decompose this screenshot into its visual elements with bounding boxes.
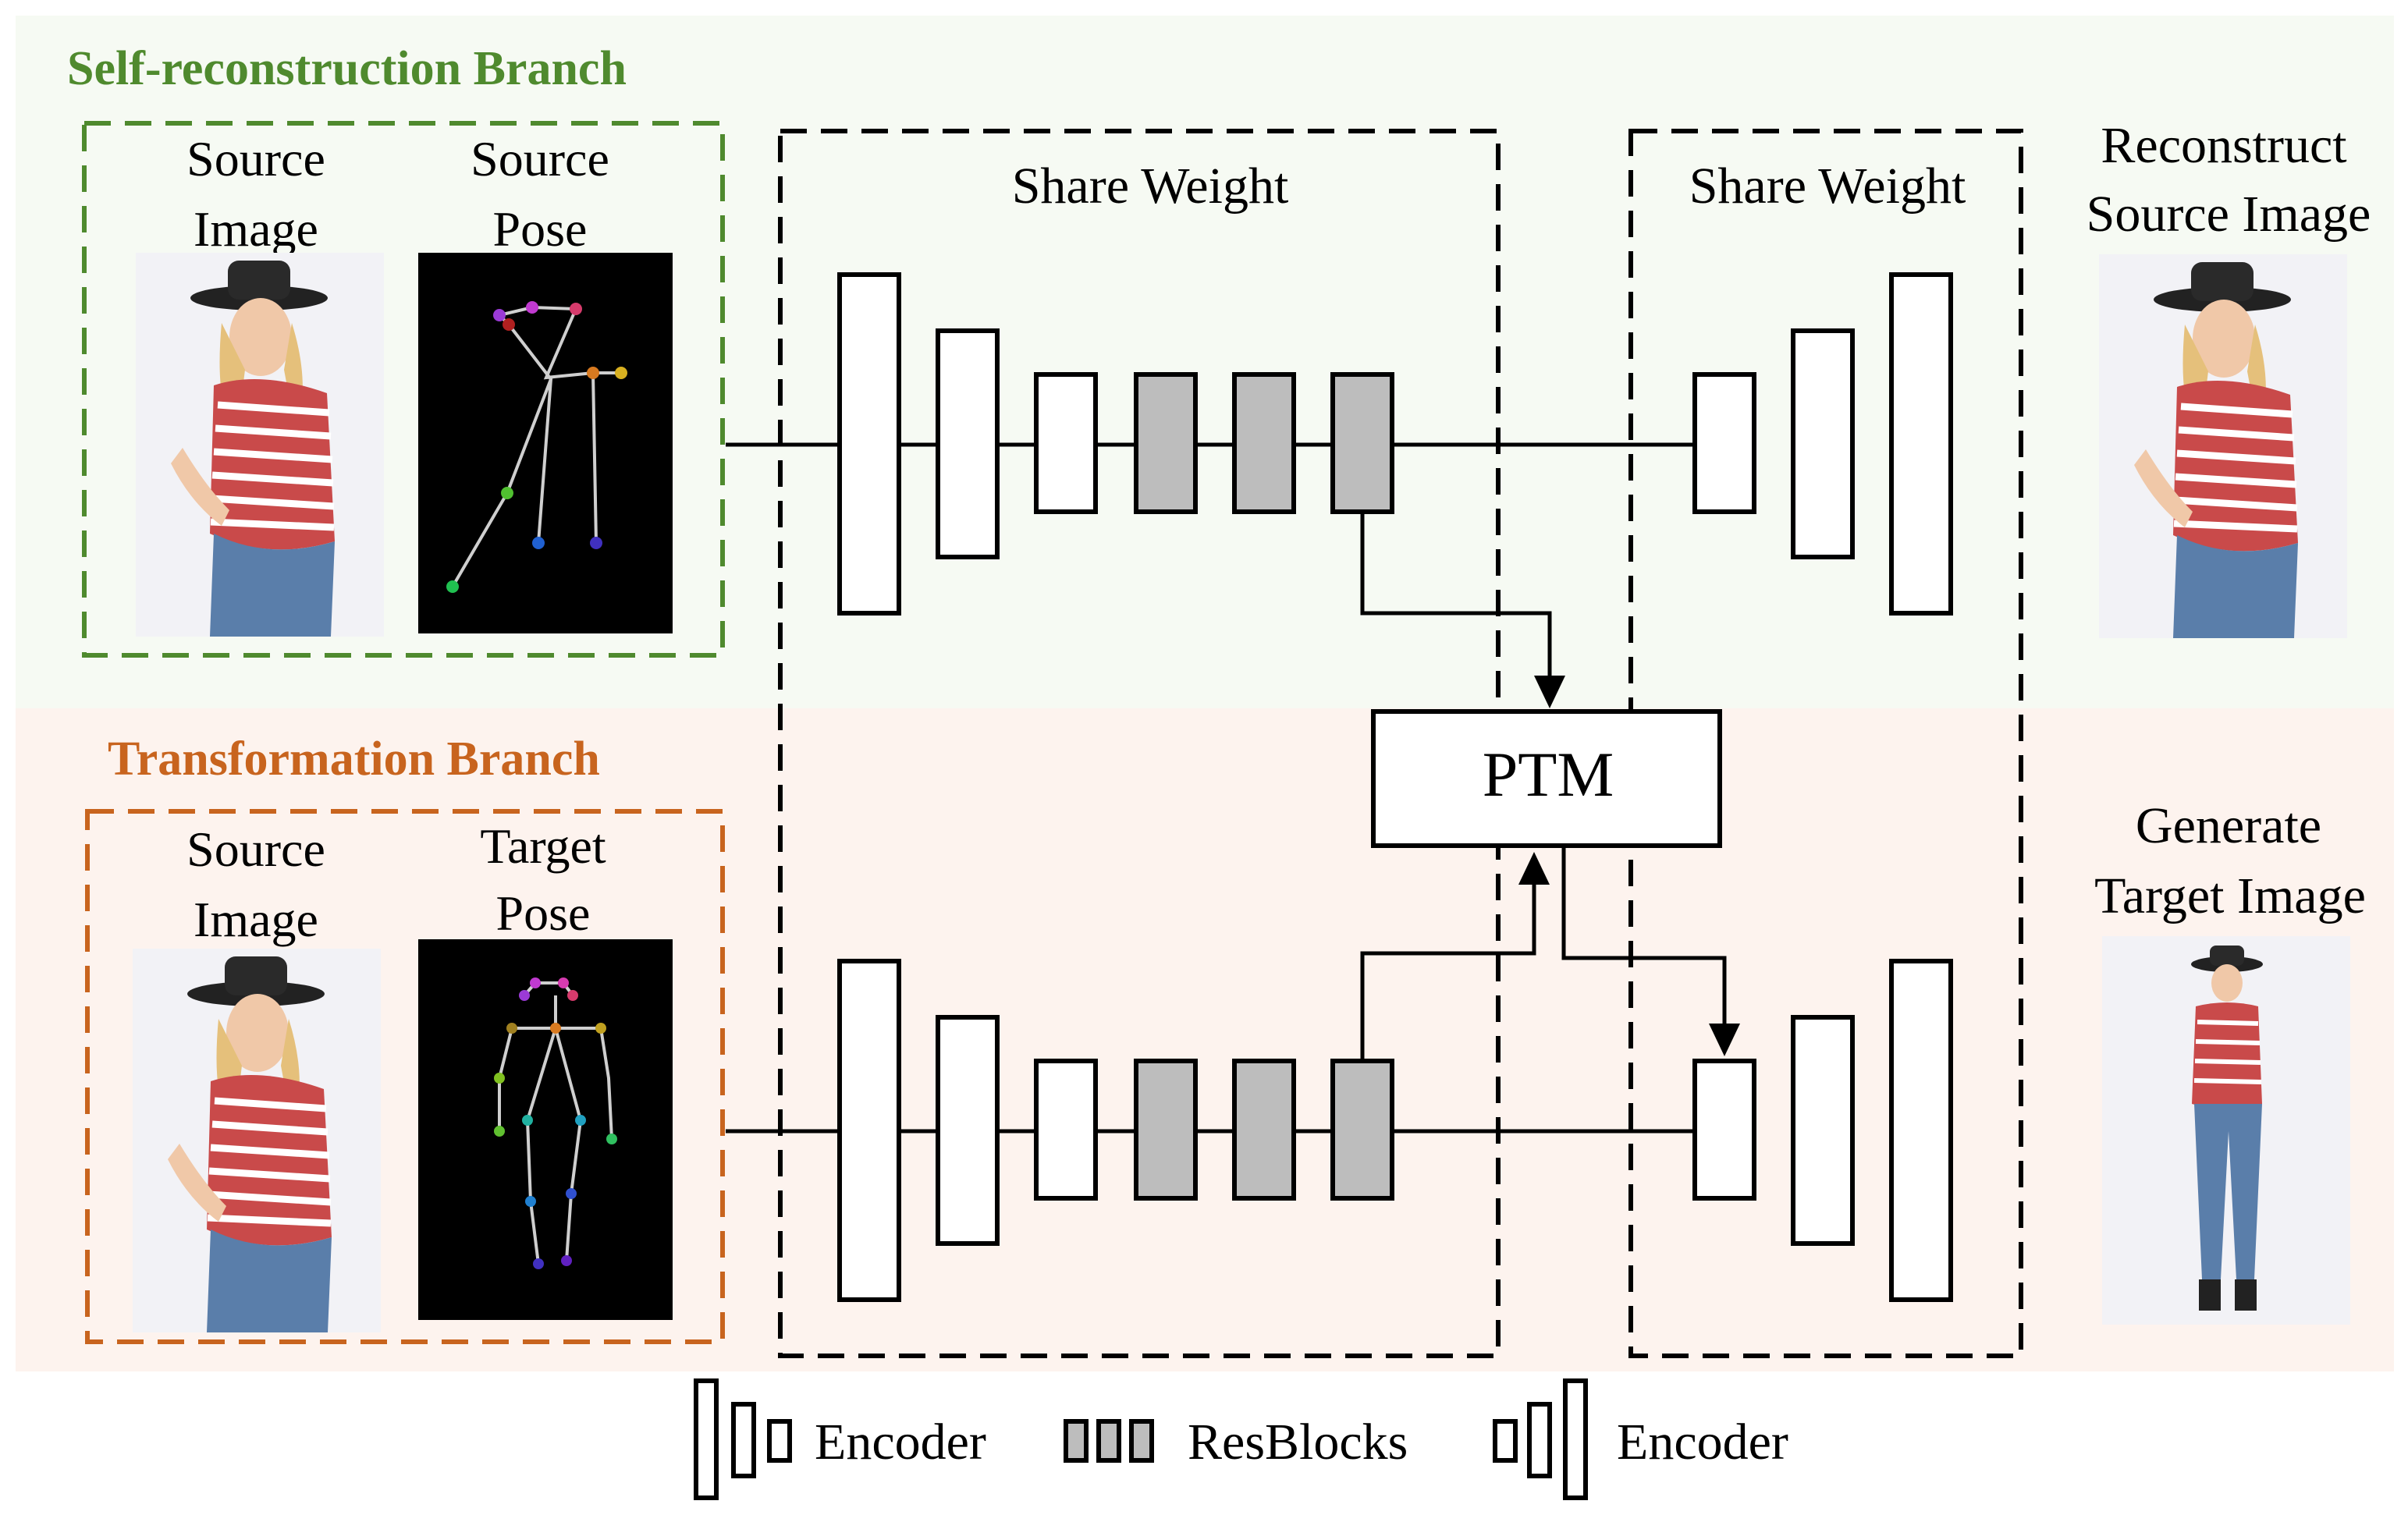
bottom-decoder-block-3 [1889,959,1953,1302]
target-pose-image [418,939,673,1320]
decoder-share-weight-label: Share Weight [1689,158,1966,215]
transformation-branch-title: Transformation Branch [108,733,600,786]
self-image-label-line1: Source [186,131,325,186]
bottom-output-label-line1: Generate [2136,797,2321,854]
top-resblock-to-ptm-arrow [1360,512,1565,708]
bottom-resblock-3 [1330,1059,1394,1201]
trans-image-label-line1: Source [186,821,325,877]
bottom-encoder-block-3 [1034,1059,1098,1201]
top-encoder [837,272,1098,616]
bottom-decoder-block-1 [1692,1059,1756,1201]
legend-encoder-icon [694,1378,792,1500]
top-resblock-1 [1134,372,1198,514]
top-output-label-line1: Reconstruct [2101,117,2346,174]
legend-resblocks-label: ResBlocks [1188,1414,1408,1471]
self-input-group [82,121,725,658]
self-branch-title: Self-reconstruction Branch [67,42,627,95]
ptm-to-decoder-arrow [1561,846,1740,1056]
self-pose-label-line2: Pose [493,201,588,257]
bottom-resblock-2 [1232,1059,1296,1201]
trans-pose-label-line2: Pose [496,885,591,941]
trans-pose-label-line1: Target [480,818,606,874]
top-decoder-block-1 [1692,372,1756,514]
bottom-resblock-1 [1134,1059,1198,1201]
transformation-branch-background [16,708,2394,1371]
source-pose-image [418,253,673,633]
bottom-encoder-block-2 [936,1015,1000,1246]
top-output-image [2099,254,2347,638]
encoder-share-weight-label: Share Weight [1012,158,1289,215]
trans-source-image [133,949,381,1332]
top-decoder-block-2 [1791,328,1855,559]
trans-image-label-line2: Image [194,892,318,947]
top-encoder-block-2 [936,328,1000,559]
transformation-input-group [85,809,725,1344]
bottom-resblocks [1134,1059,1394,1201]
bottom-output-image [2102,936,2350,1325]
top-encoder-block-3 [1034,372,1098,514]
top-resblocks [1134,372,1394,514]
top-output-label-line2: Source Image [2087,186,2371,243]
top-decoder-block-3 [1889,272,1953,616]
legend: Encoder ResBlocks Encoder [694,1378,1788,1500]
legend-decoder-icon [1493,1378,1588,1500]
legend-encoder-label: Encoder [815,1414,986,1471]
self-pose-label-line1: Source [471,131,609,186]
top-decoder [1692,272,1953,616]
bottom-decoder-block-2 [1791,1015,1855,1246]
legend-resblocks-icon [1064,1419,1154,1463]
ptm-label: PTM [1483,739,1614,810]
bottom-encoder-block-1 [837,959,901,1302]
bottom-decoder [1692,959,1953,1302]
top-resblock-3 [1330,372,1394,514]
bottom-encoder [837,959,1098,1302]
self-image-label-line2: Image [194,201,318,257]
legend-decoder-label: Encoder [1617,1414,1788,1471]
ptm-box [1371,709,1722,848]
top-resblock-2 [1232,372,1296,514]
bottom-output-label-line2: Target Image [2094,867,2366,924]
top-encoder-block-1 [837,272,901,616]
bottom-resblock-to-ptm-arrow [1360,852,1550,1061]
self-source-image [136,253,384,637]
